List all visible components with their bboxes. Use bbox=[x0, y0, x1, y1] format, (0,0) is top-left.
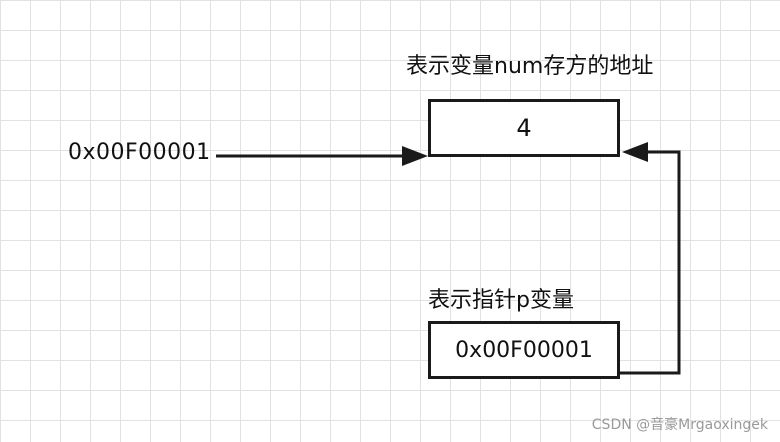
watermark: CSDN @音豪Mrgaoxingek bbox=[591, 417, 768, 433]
pointer-value: 0x00F00001 bbox=[455, 337, 593, 363]
pointer-arrow-head bbox=[622, 142, 648, 162]
variable-caption: 表示变量num存方的地址 bbox=[406, 54, 654, 79]
variable-box: 4 bbox=[428, 99, 620, 157]
pointer-box: 0x00F00001 bbox=[428, 321, 620, 379]
pointer-arrow bbox=[620, 142, 681, 375]
address-arrow bbox=[216, 146, 428, 166]
pointer-caption: 表示指针p变量 bbox=[428, 288, 574, 313]
pointer-arrow-line bbox=[620, 150, 681, 375]
address-arrow-head bbox=[402, 146, 428, 166]
address-label: 0x00F00001 bbox=[68, 140, 211, 165]
variable-value: 4 bbox=[516, 114, 532, 142]
